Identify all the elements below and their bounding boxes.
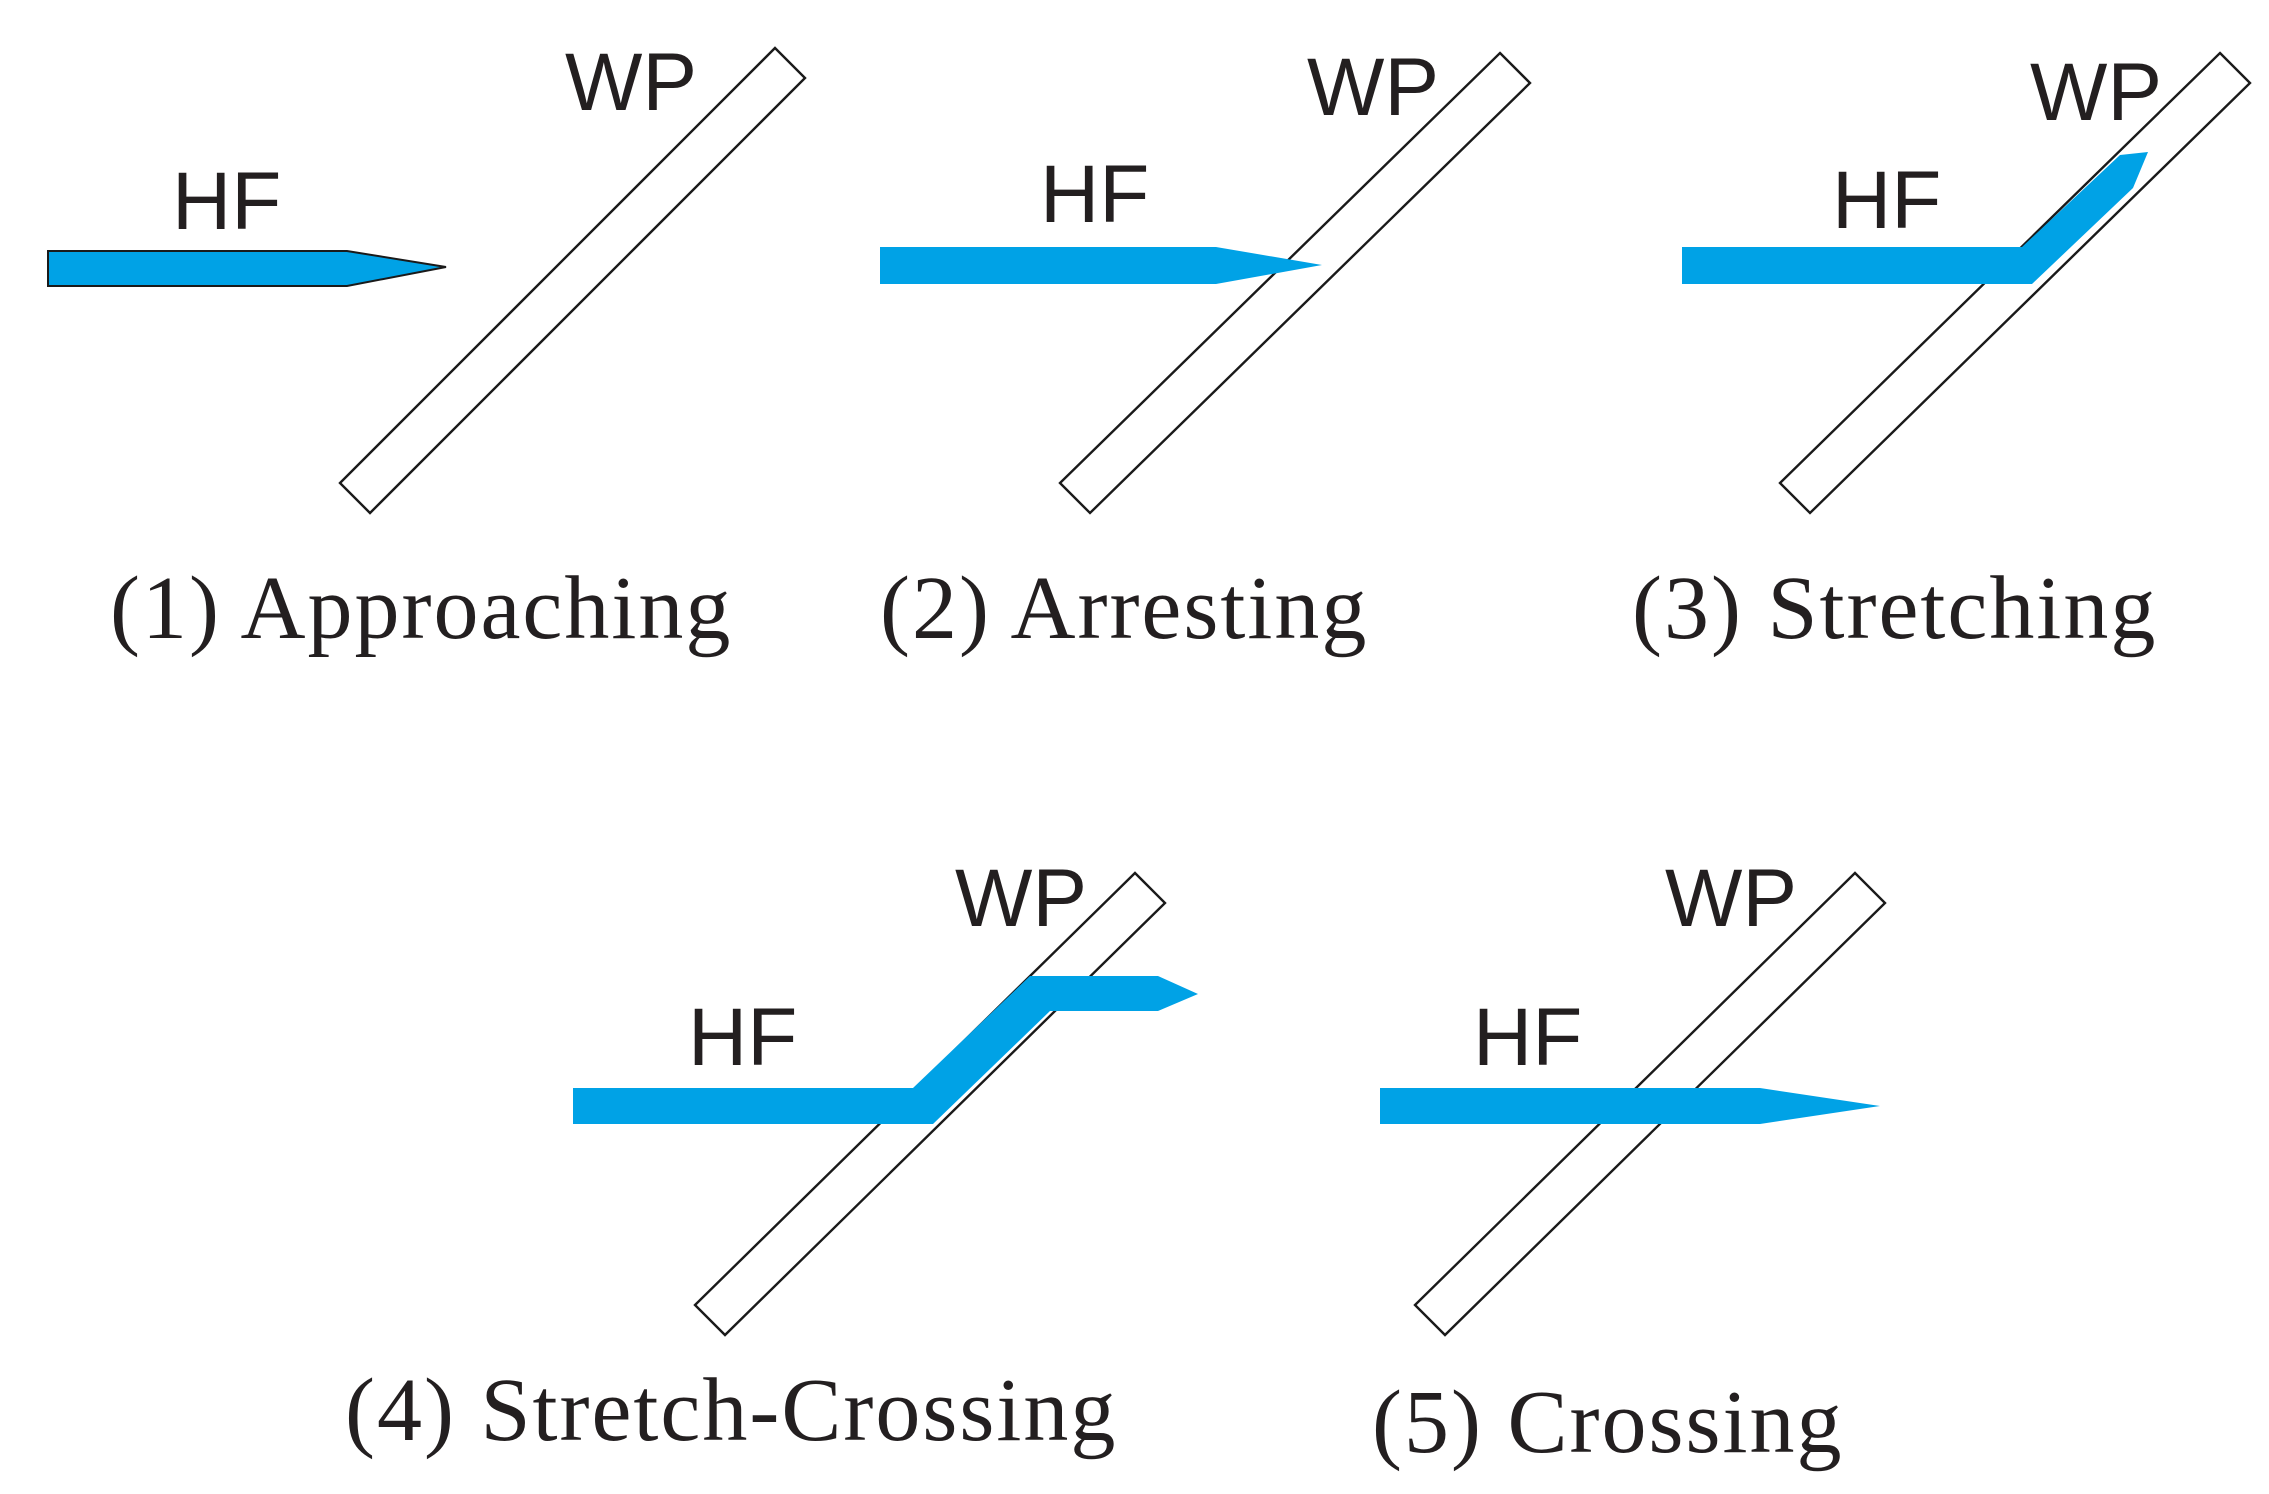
weak-plane: [1058, 51, 1532, 515]
panel-crossing: HF WP (5) Crossing: [1372, 853, 1887, 1472]
hydraulic-fracture: [573, 976, 1198, 1124]
hf-label: HF: [1832, 155, 1941, 246]
panel-stretch-crossing: HF WP (4) Stretch-Crossing: [345, 853, 1198, 1460]
panel-approaching: HF WP (1) Approaching: [47, 37, 807, 658]
hydraulic-fracture: [1380, 1088, 1880, 1124]
wp-label: WP: [1665, 853, 1797, 944]
wp-label: WP: [565, 37, 697, 128]
hydraulic-fracture: [880, 247, 1322, 284]
panel-caption: (5) Crossing: [1372, 1373, 1844, 1472]
hydraulic-fracture: [1682, 152, 2148, 284]
hf-label: HF: [1040, 149, 1149, 240]
hf-label: HF: [172, 156, 281, 247]
hf-label: HF: [1473, 992, 1582, 1083]
panel-stretching: HF WP (3) Stretching: [1632, 47, 2252, 658]
wp-label: WP: [1307, 42, 1439, 133]
panel-caption: (1) Approaching: [110, 559, 732, 658]
wp-label: WP: [955, 853, 1087, 944]
panel-arresting: HF WP (2) Arresting: [880, 42, 1532, 658]
hydraulic-fracture: [47, 250, 447, 287]
panel-caption: (2) Arresting: [880, 559, 1368, 658]
panel-caption: (4) Stretch-Crossing: [345, 1361, 1117, 1460]
wp-label: WP: [2030, 47, 2162, 138]
weak-plane: [338, 46, 807, 515]
panel-caption: (3) Stretching: [1632, 559, 2157, 658]
hf-label: HF: [688, 992, 797, 1083]
